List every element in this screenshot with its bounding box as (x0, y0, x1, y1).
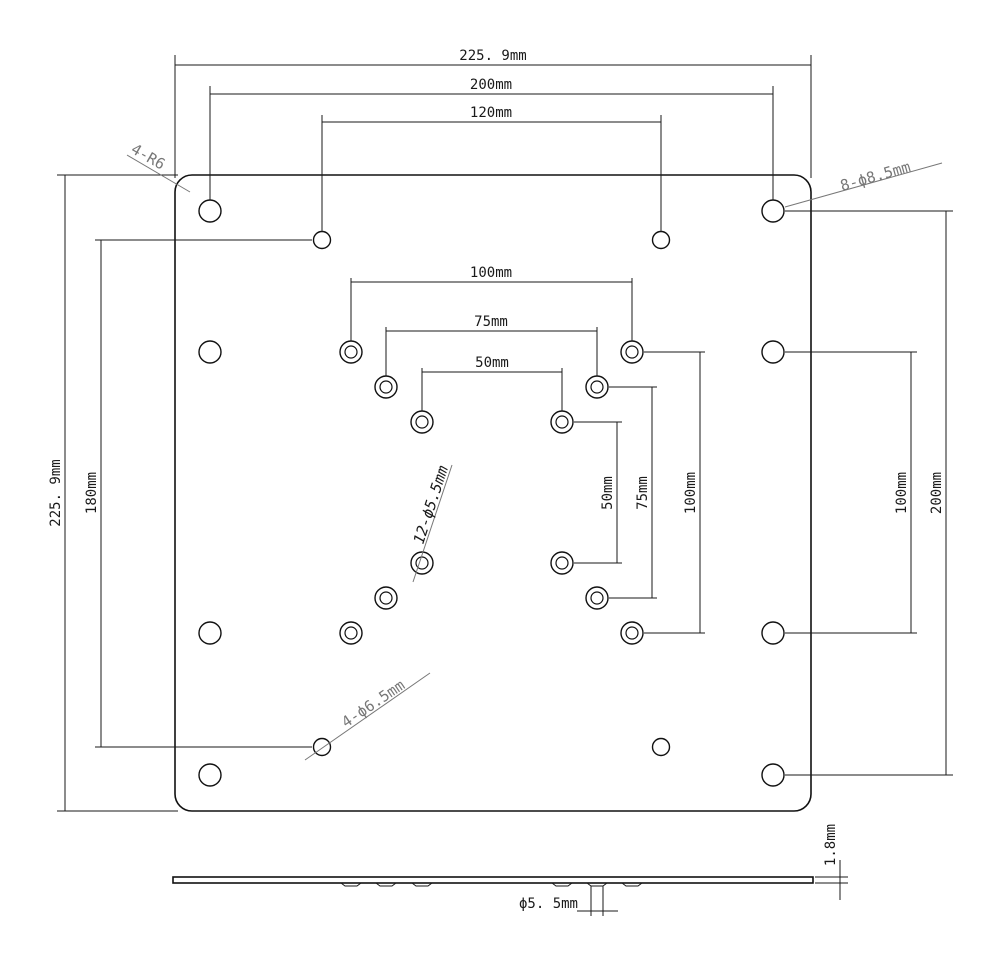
vesa-holes (339, 340, 644, 645)
vesa-hole (410, 410, 434, 434)
large-hole (761, 763, 785, 787)
dim-label-overall-width: 225. 9mm (459, 48, 526, 64)
side-view: ϕ5. 5mm 1.8mm (172, 824, 848, 916)
vesa-hole (339, 340, 363, 364)
dimension-100-vesa: 100mm (350, 265, 633, 341)
dim-label-200-top: 200mm (470, 77, 512, 93)
vesa-hole (374, 586, 398, 610)
vesa-hole (550, 551, 574, 575)
vesa-hole (620, 621, 644, 645)
large-hole (761, 340, 785, 364)
dim-label-100-vertical: 100mm (683, 472, 699, 514)
dimension-50-vertical: 50mm (574, 421, 622, 564)
dim-label-overall-height: 225. 9mm (48, 459, 64, 526)
dimension-100-right: 100mm (785, 351, 917, 634)
dimension-120-top: 120mm (321, 105, 662, 232)
dim-label-100-right: 100mm (894, 472, 910, 514)
dimension-75-vesa: 75mm (385, 314, 598, 376)
small-hole (651, 230, 671, 250)
large-hole (198, 621, 222, 645)
dim-label-100-vesa: 100mm (470, 265, 512, 281)
dim-label-thickness: 1.8mm (823, 824, 839, 866)
dim-label-75-vertical: 75mm (635, 476, 651, 510)
vesa-hole (339, 621, 363, 645)
large-hole (761, 199, 785, 223)
plate-outline (174, 174, 812, 812)
dim-label-180-left: 180mm (84, 472, 100, 514)
dimension-180-left: 180mm (84, 239, 312, 748)
dimension-100-vertical: 100mm (644, 351, 705, 634)
vesa-hole (585, 375, 609, 399)
dim-label-75-vesa: 75mm (474, 314, 508, 330)
side-view-plate (172, 876, 814, 884)
small-hole (651, 737, 671, 757)
callout-label-large-holes: 8-ϕ8.5mm (838, 158, 912, 195)
vesa-hole (585, 586, 609, 610)
dimension-overall-width: 225. 9mm (174, 48, 812, 178)
dim-label-50-vesa: 50mm (475, 355, 509, 371)
dim-label-side-hole: ϕ5. 5mm (519, 896, 578, 912)
vesa-hole (374, 375, 398, 399)
small-hole (312, 737, 332, 757)
small-holes (312, 230, 671, 757)
dimension-200-right: 200mm (785, 210, 953, 776)
large-hole (761, 621, 785, 645)
dim-label-50-vertical: 50mm (600, 476, 616, 510)
large-hole (198, 199, 222, 223)
large-hole (198, 763, 222, 787)
dim-label-120-top: 120mm (470, 105, 512, 121)
vesa-hole (550, 410, 574, 434)
small-hole (312, 230, 332, 250)
vesa-hole (410, 551, 434, 575)
vesa-hole (620, 340, 644, 364)
side-view-countersinks (340, 882, 643, 887)
dimension-75-vertical: 75mm (609, 386, 657, 599)
large-hole (198, 340, 222, 364)
callout-label-corner-radius: 4-R6 (128, 140, 168, 174)
large-holes (198, 199, 785, 787)
dim-label-200-right: 200mm (929, 472, 945, 514)
dimension-200-top: 200mm (209, 77, 774, 200)
dimension-50-vesa: 50mm (421, 355, 563, 411)
dimension-overall-height: 225. 9mm (48, 174, 178, 812)
